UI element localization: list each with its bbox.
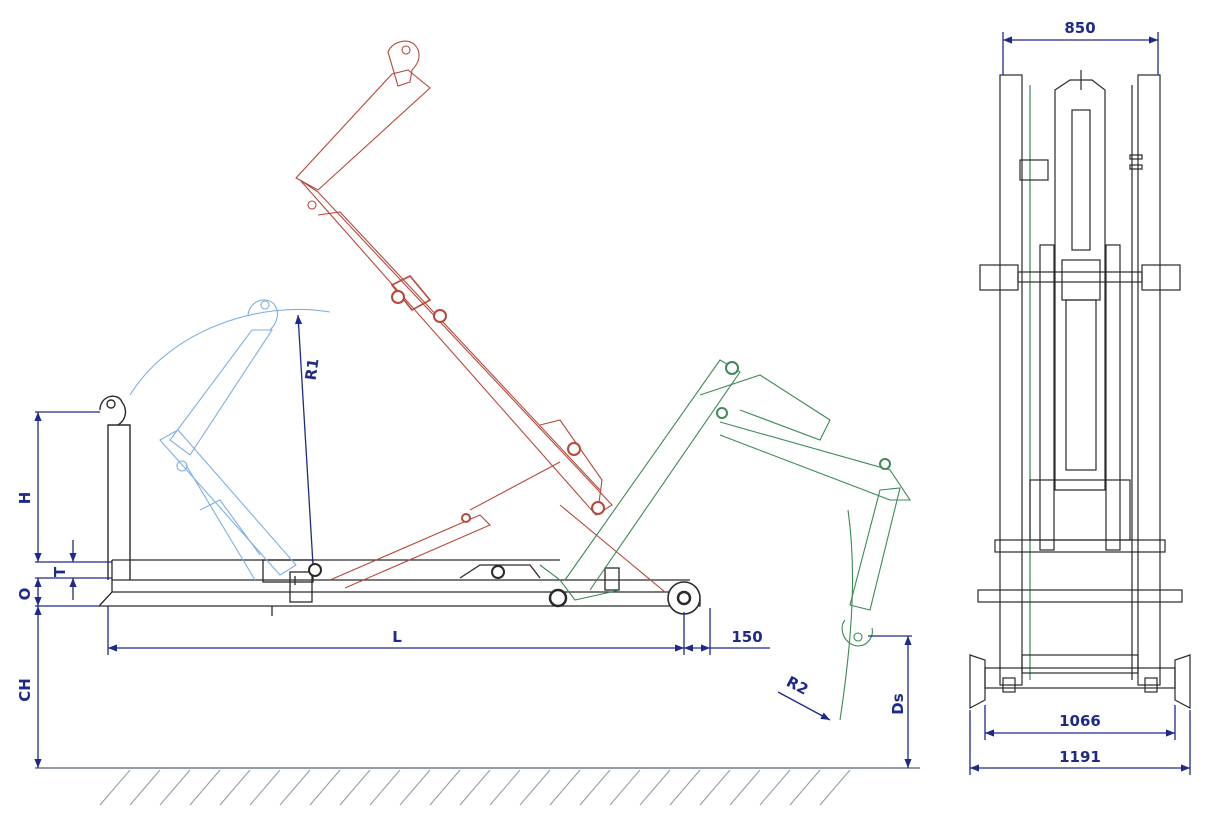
label-L: L bbox=[392, 628, 402, 646]
raised-arm-red bbox=[295, 40, 666, 593]
label-CH: CH bbox=[16, 678, 34, 702]
label-H: H bbox=[16, 492, 34, 505]
side-dimensions bbox=[34, 314, 912, 768]
label-R2: R2 bbox=[783, 672, 811, 698]
label-O: O bbox=[16, 588, 34, 601]
base-wheel bbox=[308, 563, 701, 615]
label-1191: 1191 bbox=[1059, 748, 1101, 766]
label-1066: 1066 bbox=[1059, 712, 1101, 730]
intermediate-arm-blue bbox=[129, 299, 331, 581]
label-850: 850 bbox=[1064, 19, 1095, 37]
side-view: H T O CH R1 L 150 R2 Ds bbox=[16, 40, 920, 806]
label-Ds: Ds bbox=[889, 693, 907, 714]
front-view: 850 1066 1191 bbox=[969, 19, 1191, 775]
base-frame bbox=[99, 559, 701, 616]
ground bbox=[35, 767, 920, 806]
front-dimensions bbox=[969, 32, 1191, 775]
ground-hatch bbox=[99, 769, 851, 806]
stowed-hook-arm bbox=[99, 395, 131, 580]
label-T: T bbox=[51, 566, 69, 577]
label-150: 150 bbox=[731, 628, 762, 646]
label-R1: R1 bbox=[302, 357, 323, 381]
front-frame bbox=[969, 70, 1191, 709]
extended-arm-green bbox=[539, 359, 912, 721]
